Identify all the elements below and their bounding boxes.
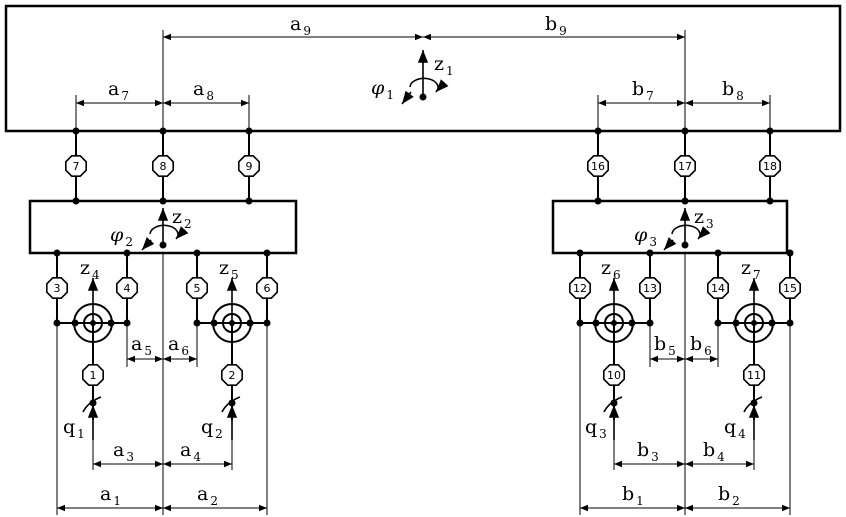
spring-2: 2	[221, 363, 243, 387]
spring-label-5: 5	[194, 282, 201, 295]
spring-1: 1	[82, 363, 104, 387]
spring-11: 11	[742, 363, 766, 387]
spring-label-8: 8	[160, 160, 167, 173]
spring-label-6: 6	[264, 282, 271, 295]
spring-label-1: 1	[90, 369, 97, 382]
spring-14: 14	[706, 276, 730, 300]
spring-label-16: 16	[591, 160, 605, 173]
spring-label-9: 9	[246, 160, 253, 173]
spring-label-7: 7	[73, 160, 80, 173]
spring-label-13: 13	[643, 282, 657, 295]
secondary-links	[75, 131, 771, 201]
coordinate-arrows	[82, 49, 763, 440]
spring-6: 6	[255, 276, 279, 300]
spring-4: 4	[116, 276, 138, 300]
spring-label-14: 14	[711, 282, 725, 295]
spring-label-3: 3	[54, 282, 61, 295]
spring-label-17: 17	[678, 160, 692, 173]
joints	[53, 93, 794, 407]
primary-frames	[56, 253, 791, 420]
spring-16: 16	[586, 155, 610, 177]
spring-13: 13	[638, 276, 662, 300]
spring-5: 5	[186, 276, 208, 300]
spring-label-10: 10	[607, 369, 621, 382]
dimension-lines	[57, 33, 790, 512]
spring-label-18: 18	[763, 160, 777, 173]
spring-18: 18	[758, 155, 782, 177]
right-bogie	[551, 199, 789, 255]
spring-label-2: 2	[229, 369, 236, 382]
spring-8: 8	[152, 155, 174, 177]
spring-label-4: 4	[124, 282, 131, 295]
spring-12: 12	[568, 276, 592, 300]
spring-label-15: 15	[783, 282, 797, 295]
spring-7: 7	[65, 155, 87, 177]
spring-3: 3	[45, 276, 68, 300]
spring-10: 10	[602, 363, 626, 387]
spring-15: 15	[778, 276, 802, 300]
spring-17: 17	[673, 155, 697, 177]
spring-9: 9	[238, 155, 261, 177]
spring-label-12: 12	[573, 282, 587, 295]
spring-label-11: 11	[747, 369, 761, 382]
